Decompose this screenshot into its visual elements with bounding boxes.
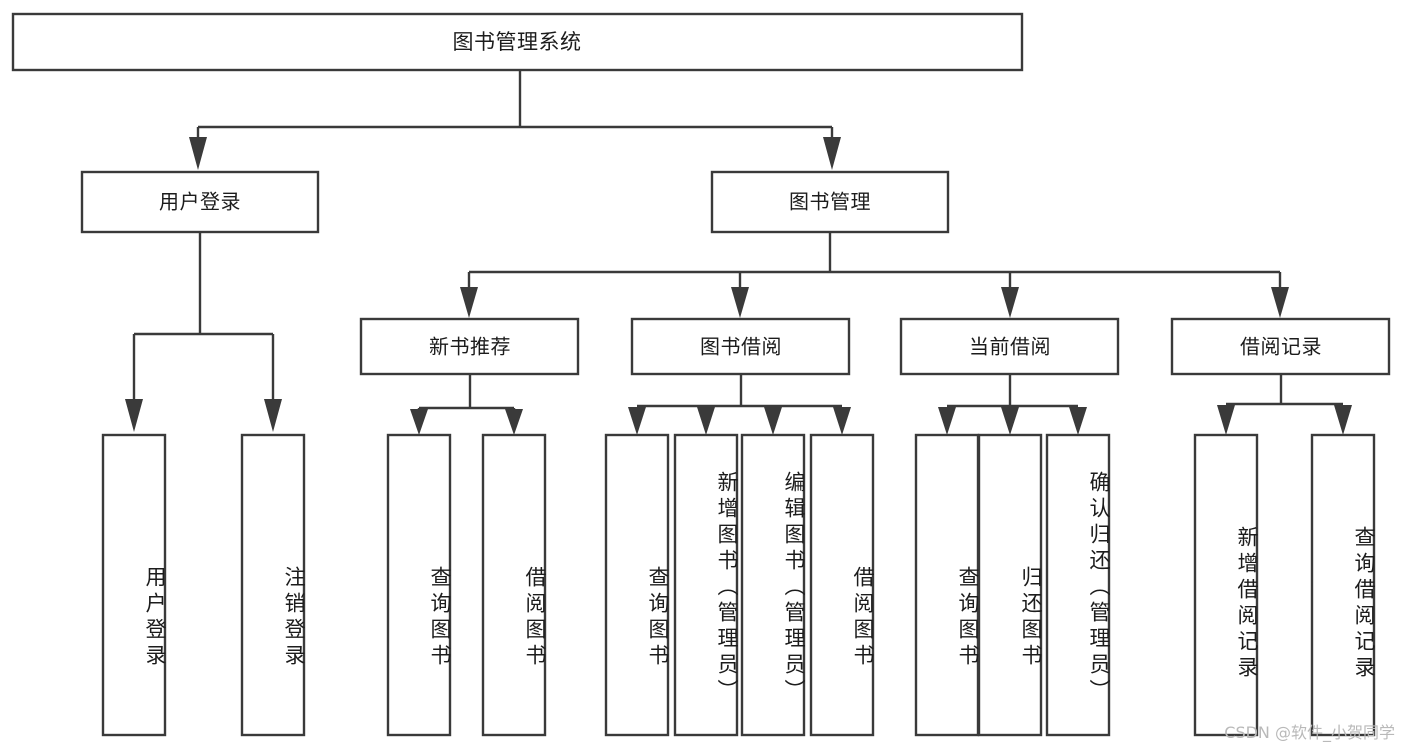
arrow-head-leaf-query-book-3 bbox=[938, 407, 956, 435]
node-leaf-query-book-1-box[interactable] bbox=[386, 433, 452, 737]
node-borrow-record-box[interactable] bbox=[1170, 317, 1391, 376]
node-leaf-query-book-3-box[interactable] bbox=[914, 433, 980, 737]
arrow-head-leaf-edit-book bbox=[764, 407, 782, 435]
arrow-head-leaf-return-book bbox=[1001, 407, 1019, 435]
node-leaf-query-record-box[interactable] bbox=[1310, 433, 1376, 737]
node-user-login[interactable]: 用户登录 bbox=[80, 170, 320, 234]
node-leaf-user-logout-box[interactable] bbox=[240, 433, 306, 737]
node-leaf-return-book-box[interactable] bbox=[977, 433, 1043, 737]
node-book-borrow-box[interactable] bbox=[630, 317, 851, 376]
arrow-head-leaf-query-book-1 bbox=[410, 409, 428, 435]
node-book-borrow[interactable]: 图书借阅 bbox=[630, 317, 851, 376]
node-current-borrow[interactable]: 当前借阅 bbox=[899, 317, 1120, 376]
arrow-head-leaf-add-book bbox=[697, 407, 715, 435]
node-book-manage[interactable]: 图书管理 bbox=[710, 170, 950, 234]
node-leaf-user-login-box[interactable] bbox=[101, 433, 167, 737]
node-book-manage-label: 图书管理 bbox=[789, 190, 871, 214]
node-borrow-record[interactable]: 借阅记录 bbox=[1170, 317, 1391, 376]
arrow-head-to-user-login bbox=[189, 137, 207, 170]
node-root[interactable]: 图书管理系统 bbox=[11, 12, 1024, 72]
node-leaf-add-book-box[interactable] bbox=[673, 433, 739, 737]
arrow-head-to-book-manage bbox=[823, 137, 841, 170]
node-root-label: 图书管理系统 bbox=[453, 30, 582, 54]
node-new-book-recommend-box[interactable] bbox=[359, 317, 580, 376]
node-current-borrow-box[interactable] bbox=[899, 317, 1120, 376]
arrow-head-leaf-user-logout bbox=[264, 399, 282, 432]
arrow-head-leaf-borrow-book-2 bbox=[833, 407, 851, 435]
arrow-head-leaf-query-book-2 bbox=[628, 407, 646, 435]
node-user-login-label: 用户登录 bbox=[159, 190, 241, 214]
arrow-head-to-borrow-record bbox=[1271, 287, 1289, 318]
node-borrow-record-label: 借阅记录 bbox=[1240, 335, 1322, 359]
arrow-head-leaf-confirm-return bbox=[1069, 407, 1087, 435]
node-leaf-add-record-box[interactable] bbox=[1193, 433, 1259, 737]
node-new-book-recommend[interactable]: 新书推荐 bbox=[359, 317, 580, 376]
node-book-borrow-label: 图书借阅 bbox=[700, 335, 782, 359]
node-root-box[interactable] bbox=[11, 12, 1024, 72]
arrow-head-to-book-borrow bbox=[731, 287, 749, 318]
node-leaf-confirm-return-box[interactable] bbox=[1045, 433, 1111, 737]
arrow-head-leaf-user-login bbox=[125, 399, 143, 432]
arrow-head-leaf-borrow-book-1 bbox=[505, 409, 523, 435]
node-leaf-query-book-2-box[interactable] bbox=[604, 433, 670, 737]
node-book-manage-box[interactable] bbox=[710, 170, 950, 234]
node-current-borrow-label: 当前借阅 bbox=[969, 335, 1051, 359]
arrow-head-to-current-borrow bbox=[1001, 287, 1019, 318]
node-leaf-borrow-book-1-box[interactable] bbox=[481, 433, 547, 737]
arrow-head-leaf-add-record bbox=[1217, 405, 1235, 435]
arrow-head-to-new-book-recommend bbox=[460, 287, 478, 318]
arrow-head-leaf-query-record bbox=[1334, 405, 1352, 435]
node-new-book-recommend-label: 新书推荐 bbox=[429, 335, 511, 359]
watermark-text: CSDN @软件_小贺同学 bbox=[1224, 723, 1395, 742]
node-leaf-edit-book-box[interactable] bbox=[740, 433, 806, 737]
node-leaf-borrow-book-2-box[interactable] bbox=[809, 433, 875, 737]
